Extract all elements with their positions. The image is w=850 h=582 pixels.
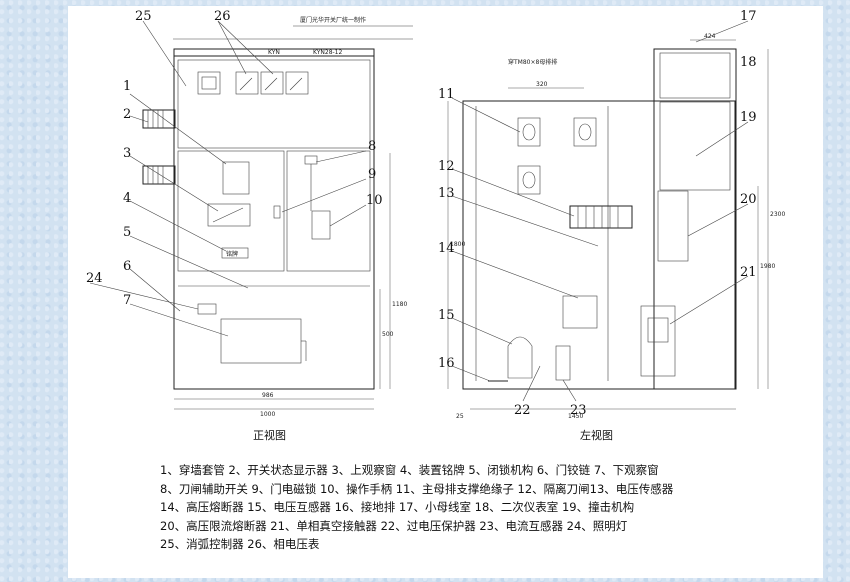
callout-5: 5: [123, 225, 131, 240]
hv-fuse: [562, 295, 598, 329]
phase-voltmeter-1: [235, 71, 259, 95]
front-view-caption: 正视图: [253, 428, 286, 442]
callout-18: 18: [740, 55, 757, 70]
header-note: 厦门光华开关厂统一制作: [300, 16, 366, 24]
callout-10: 10: [366, 193, 383, 208]
nameplate-label: 铭牌: [226, 250, 238, 258]
dim-width-outer: 1000: [260, 411, 275, 418]
callout-26: 26: [214, 9, 231, 24]
leader-lines: [89, 20, 749, 402]
callout-23: 23: [570, 403, 587, 418]
side-view-caption: 左视图: [580, 428, 613, 442]
disconnector: [569, 205, 633, 229]
upper-viewing-window: [207, 203, 251, 227]
front-cabinet-outline: [173, 48, 375, 390]
callout-8: 8: [368, 139, 376, 154]
legend-line-2: 8、刀闸辅助开关 9、门电磁锁 10、操作手柄 11、主母排支撑绝缘子 12、隔…: [160, 481, 674, 496]
dim-bottom: 1450: [568, 413, 583, 420]
callout-19: 19: [740, 110, 757, 125]
drawing-sheet: 厦门光华开关厂统一制作 KYN KYN28-12: [68, 6, 823, 578]
legend-line-4: 20、高压限流熔断器 21、单相真空接触器 22、过电压保护器 23、电流互感器…: [160, 518, 628, 533]
current-transformer: [555, 345, 571, 381]
callout-14: 14: [438, 241, 455, 256]
lighting-lamp: [197, 303, 217, 315]
busbar-insulator-1: [517, 117, 541, 147]
legend-line-5: 25、消弧控制器 26、相电压表: [160, 537, 320, 551]
wall-bushing: [142, 109, 176, 185]
secondary-instrument-room: [659, 101, 731, 191]
front-view: 厦门光华开关厂统一制作 KYN KYN28-12: [142, 16, 413, 442]
callout-12: 12: [438, 159, 455, 174]
equipment-nameplate: [221, 247, 249, 259]
plate-right: KYN28-12: [313, 49, 342, 56]
callout-2: 2: [123, 107, 131, 122]
callout-24: 24: [86, 271, 103, 286]
busbar-spec: 穿TM80×8母排排: [508, 58, 557, 66]
dim-top: 320: [536, 81, 548, 88]
callout-6: 6: [123, 259, 131, 274]
parts-legend: 1、穿墙套管 2、开关状态显示器 3、上观察窗 4、装置铭牌 5、闭锁机构 6、…: [160, 461, 800, 554]
dim-height-mid: 1980: [760, 263, 775, 270]
dim-h1: 1180: [392, 301, 407, 308]
door-magnetic-lock: [273, 205, 281, 219]
busbar-insulator-3: [517, 165, 541, 195]
dim-width-inner: 986: [262, 392, 274, 399]
arc-controller-display: [197, 71, 221, 95]
callout-numbers: 25 26 1 2 3 4 5 6 24 7 8 9 10 17 18 19 2…: [86, 9, 757, 418]
voltage-transformer: [507, 336, 533, 379]
callout-1: 1: [123, 79, 131, 94]
dim-h3: 500: [382, 331, 394, 338]
plate-left: KYN: [268, 49, 280, 56]
technical-drawing: 厦门光华开关厂统一制作 KYN KYN28-12: [86, 9, 785, 442]
legend-line-1: 1、穿墙套管 2、开关状态显示器 3、上观察窗 4、装置铭牌 5、闭锁机构 6、…: [160, 463, 659, 477]
callout-15: 15: [438, 308, 455, 323]
callout-20: 20: [740, 192, 757, 207]
callout-3: 3: [123, 146, 131, 161]
callout-17: 17: [740, 9, 757, 24]
callout-4: 4: [123, 191, 131, 206]
lower-viewing-window: [220, 318, 302, 364]
dim-left-offset: 25: [456, 413, 464, 420]
hv-limiting-fuse: [657, 190, 689, 262]
callout-9: 9: [368, 167, 376, 182]
callout-11: 11: [438, 87, 455, 102]
callout-22: 22: [514, 403, 531, 418]
vacuum-contactor: [640, 305, 676, 377]
switch-status-display: [222, 161, 250, 195]
callout-13: 13: [438, 186, 455, 201]
side-view: 穿TM80×8母排排 320: [447, 33, 785, 442]
legend-line-3: 14、高压熔断器 15、电压互感器 16、接地排 17、小母线室 18、二次仪表…: [160, 500, 635, 514]
small-busbar-room: [659, 52, 731, 99]
dim-height-right: 2300: [770, 211, 785, 218]
callout-25: 25: [135, 9, 152, 24]
phase-voltmeter-3: [285, 71, 309, 95]
phase-voltmeter-2: [260, 71, 284, 95]
busbar-insulator-2: [573, 117, 597, 147]
callout-7: 7: [123, 293, 131, 308]
callout-21: 21: [740, 265, 757, 280]
operating-handle: [311, 210, 331, 240]
side-cabinet-outline: [462, 100, 736, 390]
callout-16: 16: [438, 356, 455, 371]
dim-height-left: 1800: [450, 241, 465, 248]
